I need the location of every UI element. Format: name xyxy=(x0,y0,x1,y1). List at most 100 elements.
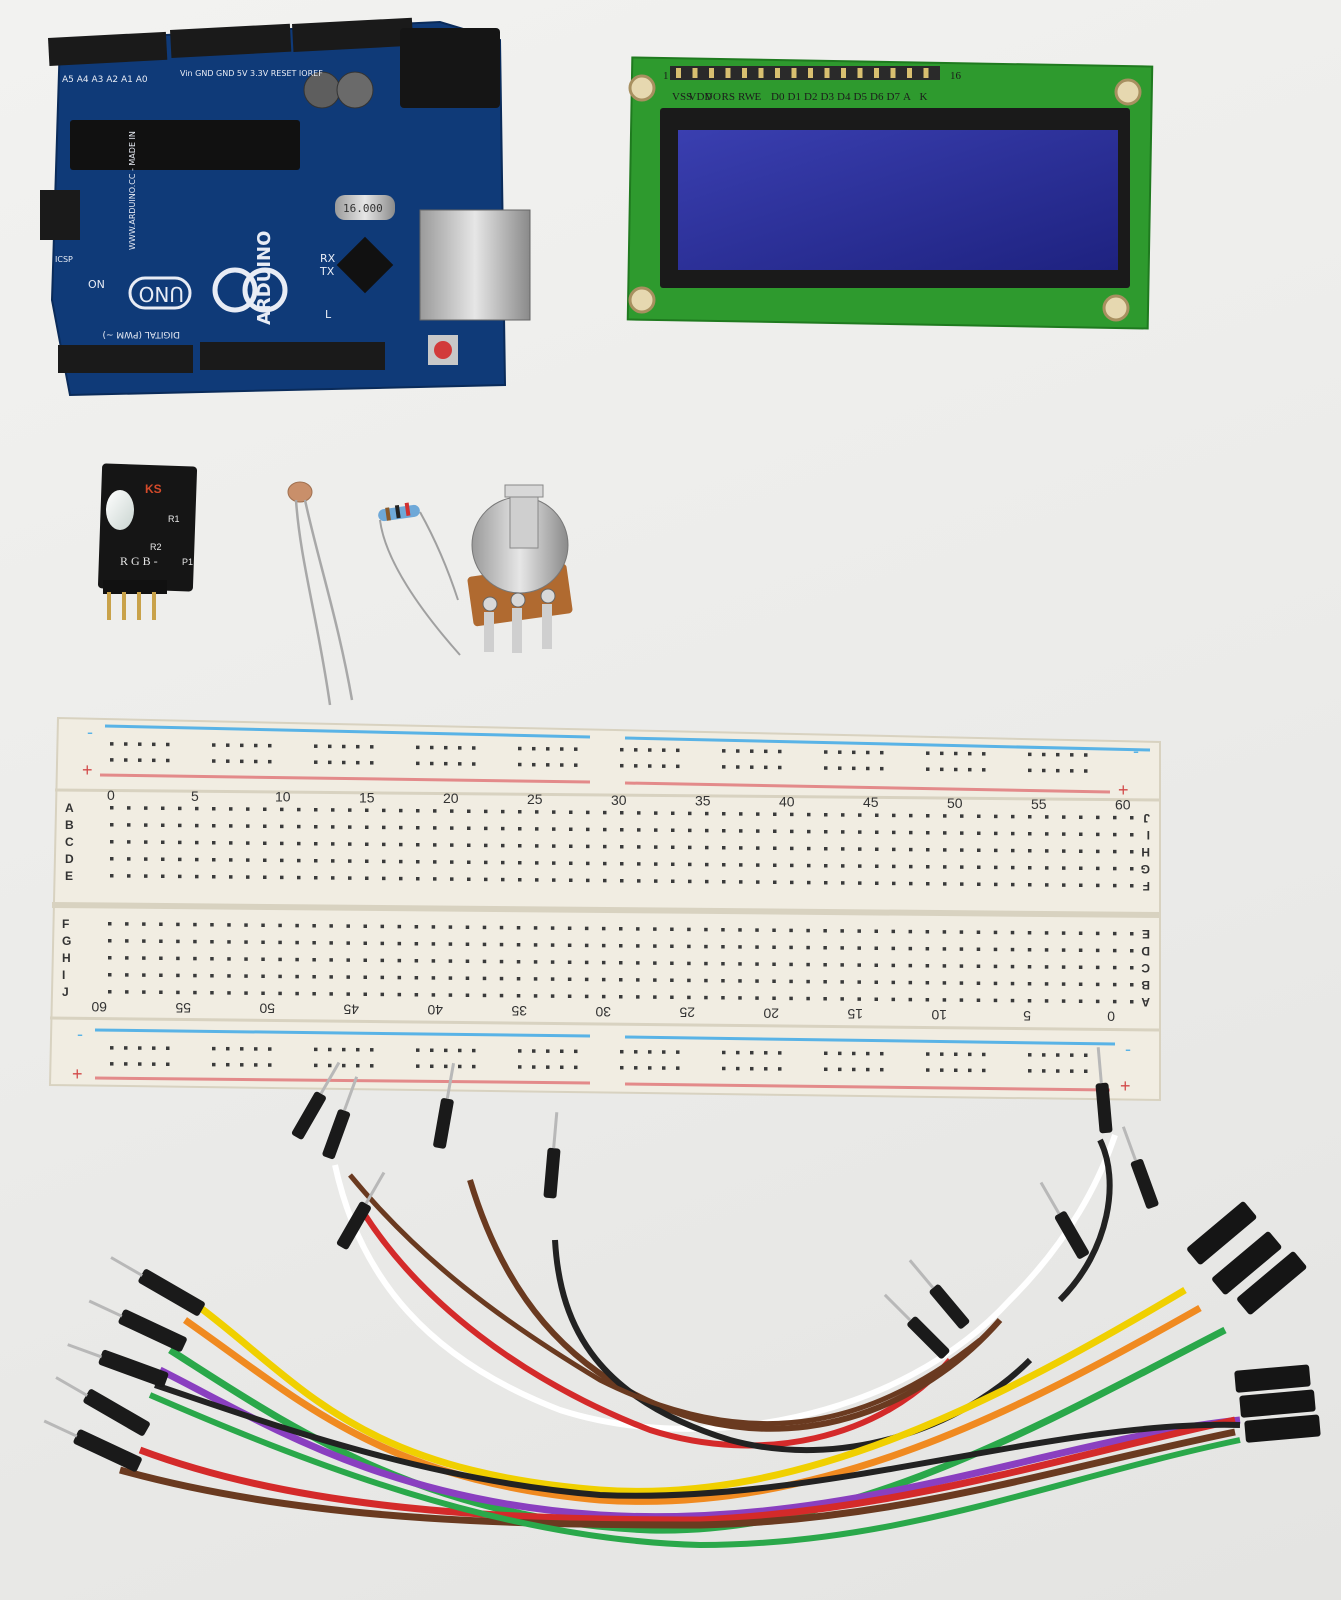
breadboard-hole xyxy=(841,813,845,817)
rail-hole xyxy=(764,765,768,770)
breadboard-hole xyxy=(1027,982,1032,986)
breadboard-hole xyxy=(756,846,760,850)
breadboard-hole xyxy=(756,812,760,816)
breadboard-hole xyxy=(823,997,827,1001)
breadboard-hole xyxy=(467,826,471,830)
breadboard-hole xyxy=(329,975,333,979)
breadboard-hole xyxy=(756,829,760,833)
rail-hole xyxy=(472,1048,476,1053)
breadboard-hole xyxy=(688,862,692,867)
breadboard-hole xyxy=(552,861,556,865)
jumper-male-end xyxy=(883,1293,950,1359)
breadboard-hole xyxy=(773,863,777,867)
column-number-top: 30 xyxy=(611,792,627,808)
connector-housing xyxy=(336,1201,371,1250)
breadboard-hole xyxy=(671,811,675,815)
breadboard-hole xyxy=(875,847,879,851)
header-pin xyxy=(137,592,141,620)
breadboard-hole xyxy=(195,823,199,828)
rail-hole xyxy=(824,1051,828,1056)
breadboard-hole xyxy=(261,974,265,978)
breadboard-hole xyxy=(704,961,708,966)
breadboard-hole xyxy=(263,841,267,845)
breadboard-hole xyxy=(671,828,675,832)
crystal-label: 16.000 xyxy=(343,202,383,215)
breadboard-hole xyxy=(704,978,708,983)
rail-hole xyxy=(1042,1053,1046,1057)
breadboard-hole xyxy=(1027,999,1032,1003)
rail-hole xyxy=(634,764,638,768)
breadboard-hole xyxy=(552,878,556,882)
breadboard-hole xyxy=(348,825,352,829)
breadboard-hole xyxy=(1078,999,1083,1003)
breadboard-hole xyxy=(1010,947,1015,952)
rail-hole xyxy=(574,747,578,751)
rail-hole xyxy=(620,1065,624,1070)
breadboard-hole xyxy=(448,925,453,929)
breadboard-hole xyxy=(280,858,284,863)
rail-hole xyxy=(152,1062,156,1066)
breadboard-hole xyxy=(908,997,913,1002)
breadboard-hole xyxy=(501,877,505,882)
breadboard-hole xyxy=(212,807,216,811)
rail-hole xyxy=(940,1068,944,1072)
breadboard-hole xyxy=(908,946,913,951)
breadboard-hole xyxy=(806,962,810,967)
breadboard-hole xyxy=(739,863,743,867)
breadboard-hole xyxy=(1079,849,1083,853)
rail-hole xyxy=(1070,1053,1074,1057)
breadboard-hole xyxy=(858,813,862,817)
breadboard-hole xyxy=(246,807,250,811)
breadboard-hole xyxy=(312,941,316,945)
breadboard-hole xyxy=(688,828,692,833)
rail-hole xyxy=(880,1067,884,1072)
connector-pin xyxy=(445,1062,456,1099)
rail-hole xyxy=(764,1067,768,1071)
breadboard-hole xyxy=(346,924,350,928)
breadboard-hole xyxy=(108,956,112,960)
breadboard-hole xyxy=(1010,998,1015,1003)
resistor xyxy=(378,502,461,656)
breadboard-hole xyxy=(722,829,726,833)
breadboard-hole xyxy=(858,847,862,851)
rail-hole xyxy=(866,1051,870,1056)
breadboard-hole xyxy=(653,995,657,999)
breadboard-hole xyxy=(567,977,572,981)
rail-hole xyxy=(458,762,462,766)
breadboard-hole xyxy=(159,973,163,977)
breadboard-hole xyxy=(1112,982,1117,987)
jumper-male-end xyxy=(67,1343,169,1388)
rail-hole xyxy=(416,761,420,766)
breadboard-hole xyxy=(841,847,845,851)
breadboard-hole xyxy=(263,858,267,862)
breadboard-hole xyxy=(1095,965,1100,970)
breadboard-hole xyxy=(926,848,930,852)
rail-hole xyxy=(926,751,930,755)
breadboard-hole xyxy=(636,961,640,965)
rail-hole xyxy=(750,1050,754,1055)
lcd-pin-label: D0 xyxy=(771,91,785,103)
breadboard-hole xyxy=(993,981,998,986)
breadboard-hole xyxy=(467,877,471,881)
breadboard-hole xyxy=(108,973,112,977)
breadboard-hole xyxy=(858,864,862,868)
breadboard-hole xyxy=(619,961,623,965)
breadboard-hole xyxy=(620,811,624,815)
breadboard-hole xyxy=(518,861,522,865)
rail-hole xyxy=(838,1067,842,1072)
breadboard-hole xyxy=(1011,882,1015,887)
breadboard-hole xyxy=(448,942,453,946)
breadboard-hole xyxy=(161,874,165,878)
breadboard-hole xyxy=(994,882,998,887)
breadboard-hole xyxy=(687,995,691,1000)
rail-hole xyxy=(648,764,652,768)
column-number-bottom: 60 xyxy=(91,999,107,1015)
breadboard-hole xyxy=(601,977,606,982)
rail-hole xyxy=(458,1048,462,1053)
breadboard-hole xyxy=(807,846,811,851)
breadboard-hole xyxy=(382,876,386,881)
rail-hole xyxy=(926,1052,930,1056)
breadboard-hole xyxy=(1062,849,1066,853)
breadboard-hole xyxy=(789,962,793,967)
